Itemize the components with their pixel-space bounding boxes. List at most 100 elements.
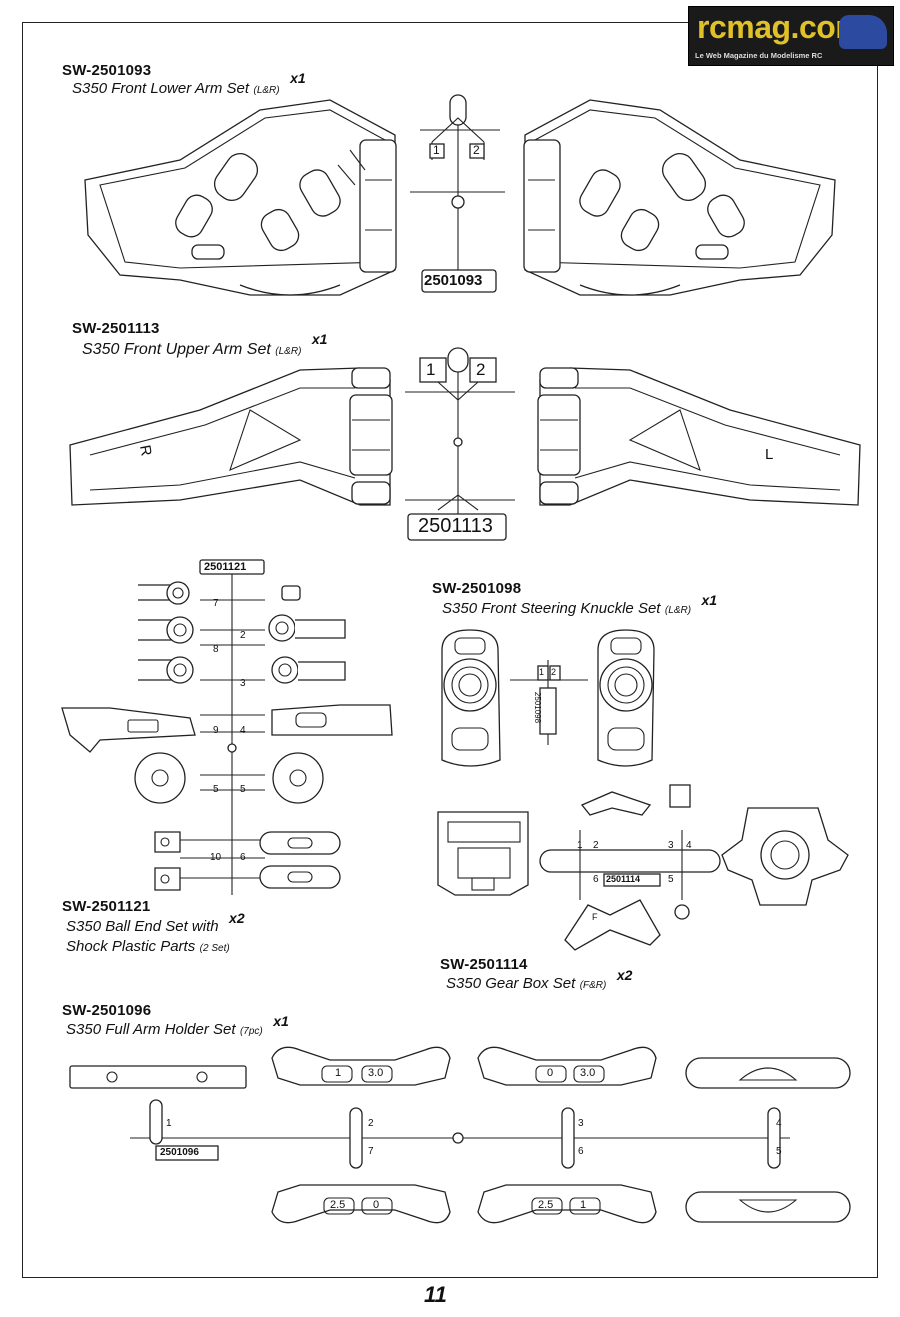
gearbox-mark-f: F [592,912,598,922]
part-number-1: 1 [166,1118,172,1129]
holder-mark-1b: 1 [580,1199,587,1211]
part-number-5: 5 [213,784,219,795]
part-number-3: 3 [668,840,674,851]
holder-mark-0: 0 [547,1067,554,1079]
rc-car-icon [839,15,887,49]
arm-holder-drawing [69,1046,851,1224]
holder-mark-25: 2.5 [330,1199,346,1211]
logo-tagline: Le Web Magazine du Modelisme RC [695,51,823,60]
part-number-4: 4 [240,725,246,736]
set-title-ball-end: S350 Ball End Set with x2 [66,910,245,936]
set-code-upper-arm: SW-2501113 [72,320,160,337]
part-number-8: 8 [213,644,219,655]
lower-arm-right [523,99,836,296]
arm-holder-sprue [130,1099,790,1169]
set-qty: x1 [273,1013,289,1029]
lower-arm-sprue [410,94,505,293]
upper-arm-left [69,367,393,506]
holder-mark-25b: 2.5 [538,1199,554,1211]
arm-holder-top-1 [271,1046,451,1086]
part-number-5: 5 [668,874,674,885]
part-number-7: 7 [213,598,219,609]
gearbox-sprue [539,784,721,951]
set-title-knuckle: S350 Front Steering Knuckle Set (L&R) x1 [442,592,717,618]
knuckle-drawing [441,629,655,767]
set-code-arm-holder: SW-2501096 [62,1002,152,1019]
part-number-6: 6 [578,1146,584,1157]
set-note: (L&R) [253,85,280,96]
part-number-2: 2 [473,143,480,157]
set-name: S350 Front Lower Arm Set [72,80,250,97]
sprue-label-upper-arm: 2501113 [418,515,493,537]
gearbox-cover [721,807,849,906]
gearbox-housing [437,811,529,896]
part-number-1: 1 [539,667,545,677]
holder-mark-30b: 3.0 [580,1067,596,1079]
set-note: (2 Set) [199,943,230,954]
set-name-2: Shock Plastic Parts [66,938,196,955]
set-note: (F&R) [579,980,607,991]
ball-ends [61,581,393,891]
sprue-label-arm-holder: 2501096 [160,1147,199,1158]
sprue-label-lower-arm: 2501093 [424,272,483,289]
page-number: 11 [424,1282,447,1307]
ball-end-sprue [180,559,265,895]
arm-holder-bottom-3 [685,1191,851,1223]
part-number-5b: 5 [240,784,246,795]
set-title-ball-end-line2: Shock Plastic Parts (2 Set) [66,938,230,956]
upper-arm-sprue [405,347,515,541]
part-number-3: 3 [240,678,246,689]
set-note: (L&R) [664,605,692,616]
part-number-4: 4 [776,1118,782,1129]
part-number-2: 2 [593,840,599,851]
holder-mark-30: 3.0 [368,1067,384,1079]
arm-mark-l: L [765,446,774,463]
part-number-1: 1 [577,840,583,851]
gearbox-drawing [437,784,849,951]
part-number-2: 2 [368,1118,374,1129]
part-number-2: 2 [476,360,486,379]
part-number-3: 3 [578,1118,584,1129]
part-number-4: 4 [686,840,692,851]
lower-arm-left [84,99,397,296]
set-qty: x1 [311,331,328,347]
set-name: S350 Gear Box Set [446,975,576,992]
set-name: S350 Front Upper Arm Set [82,341,271,358]
set-code-knuckle: SW-2501098 [432,580,522,597]
set-name: S350 Ball End Set with [66,918,219,935]
holder-mark-1: 1 [335,1067,342,1079]
set-code-ball-end: SW-2501121 [62,898,151,915]
set-code-lower-arm: SW-2501093 [62,62,152,79]
set-note: (L&R) [275,346,302,357]
set-note: (7pc) [239,1026,263,1037]
set-name: S350 Front Steering Knuckle Set [442,600,661,617]
set-qty: x1 [701,592,718,608]
holder-mark-0b: 0 [373,1199,380,1211]
sprue-label-ball-end: 2501121 [204,561,247,573]
lower-arm-drawing [84,94,836,296]
set-qty: x2 [616,967,633,983]
set-code-gearbox: SW-2501114 [440,956,528,973]
site-logo: rcmag.com Le Web Magazine du Modelisme R… [688,6,894,66]
part-number-2: 2 [240,630,246,641]
upper-arm-right [537,367,861,506]
part-number-1: 1 [426,360,436,379]
arm-holder-top-3 [685,1057,851,1089]
set-title-lower-arm: S350 Front Lower Arm Set (L&R) x1 [72,70,306,98]
ball-end-drawing [61,559,393,895]
set-title-gearbox: S350 Gear Box Set (F&R) x2 [446,967,632,993]
knuckle-sprue [510,660,588,745]
upper-arm-drawing [69,347,861,541]
sprue-label-gearbox: 2501114 [606,874,641,884]
knuckle-left [441,629,501,767]
arm-holder-bottom-2 [477,1184,657,1224]
page-frame [22,22,878,1278]
part-number-2: 2 [551,667,557,677]
knuckle-right [597,629,655,767]
arm-holder-top-2 [477,1046,657,1086]
part-number-6: 6 [240,852,246,863]
part-number-10: 10 [210,852,222,863]
arm-holder-plate [69,1065,247,1089]
set-qty: x2 [229,910,245,926]
arm-holder-bottom-1 [271,1184,451,1224]
